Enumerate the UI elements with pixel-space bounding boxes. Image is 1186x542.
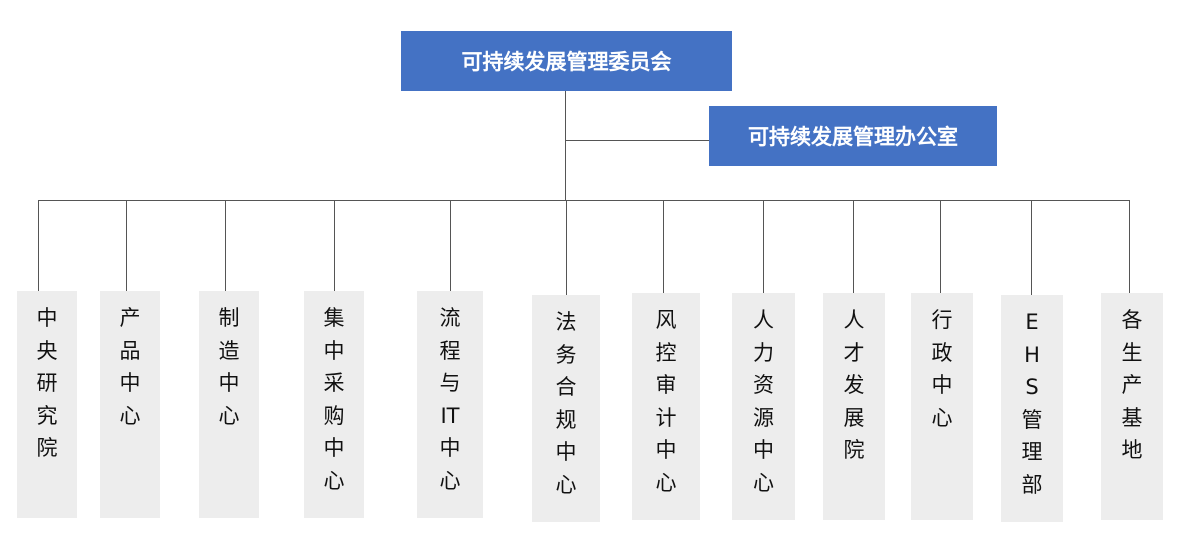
drop-line <box>225 200 226 291</box>
drop-line <box>853 200 854 293</box>
drop-line <box>38 200 39 291</box>
department-box: 人力资源中心 <box>732 293 795 520</box>
department-box: 人才发展院 <box>823 293 885 520</box>
department-box: 集中采购中心 <box>304 291 364 518</box>
drop-line <box>450 200 451 291</box>
office-box: 可持续发展管理办公室 <box>709 106 997 166</box>
drop-line <box>763 200 764 293</box>
trunk-line <box>565 91 566 201</box>
department-box: 制造中心 <box>199 291 259 518</box>
committee-title: 可持续发展管理委员会 <box>461 50 672 74</box>
department-box: 产品中心 <box>100 291 160 518</box>
drop-line <box>126 200 127 291</box>
drop-line <box>1129 200 1130 293</box>
bus-line <box>38 200 1129 201</box>
drop-line <box>1031 200 1032 295</box>
department-box: 中央研究院 <box>17 291 77 518</box>
committee-box: 可持续发展管理委员会 <box>401 31 732 91</box>
department-box: 风控审计中心 <box>632 293 700 520</box>
department-box: 法务合规中心 <box>532 295 600 522</box>
drop-line <box>566 200 567 295</box>
office-title: 可持续发展管理办公室 <box>748 125 958 149</box>
drop-line <box>940 200 941 293</box>
department-box: 行政中心 <box>911 293 973 520</box>
office-connector <box>565 140 709 141</box>
department-box: 各生产基地 <box>1101 293 1163 520</box>
drop-line <box>663 200 664 293</box>
drop-line <box>334 200 335 291</box>
